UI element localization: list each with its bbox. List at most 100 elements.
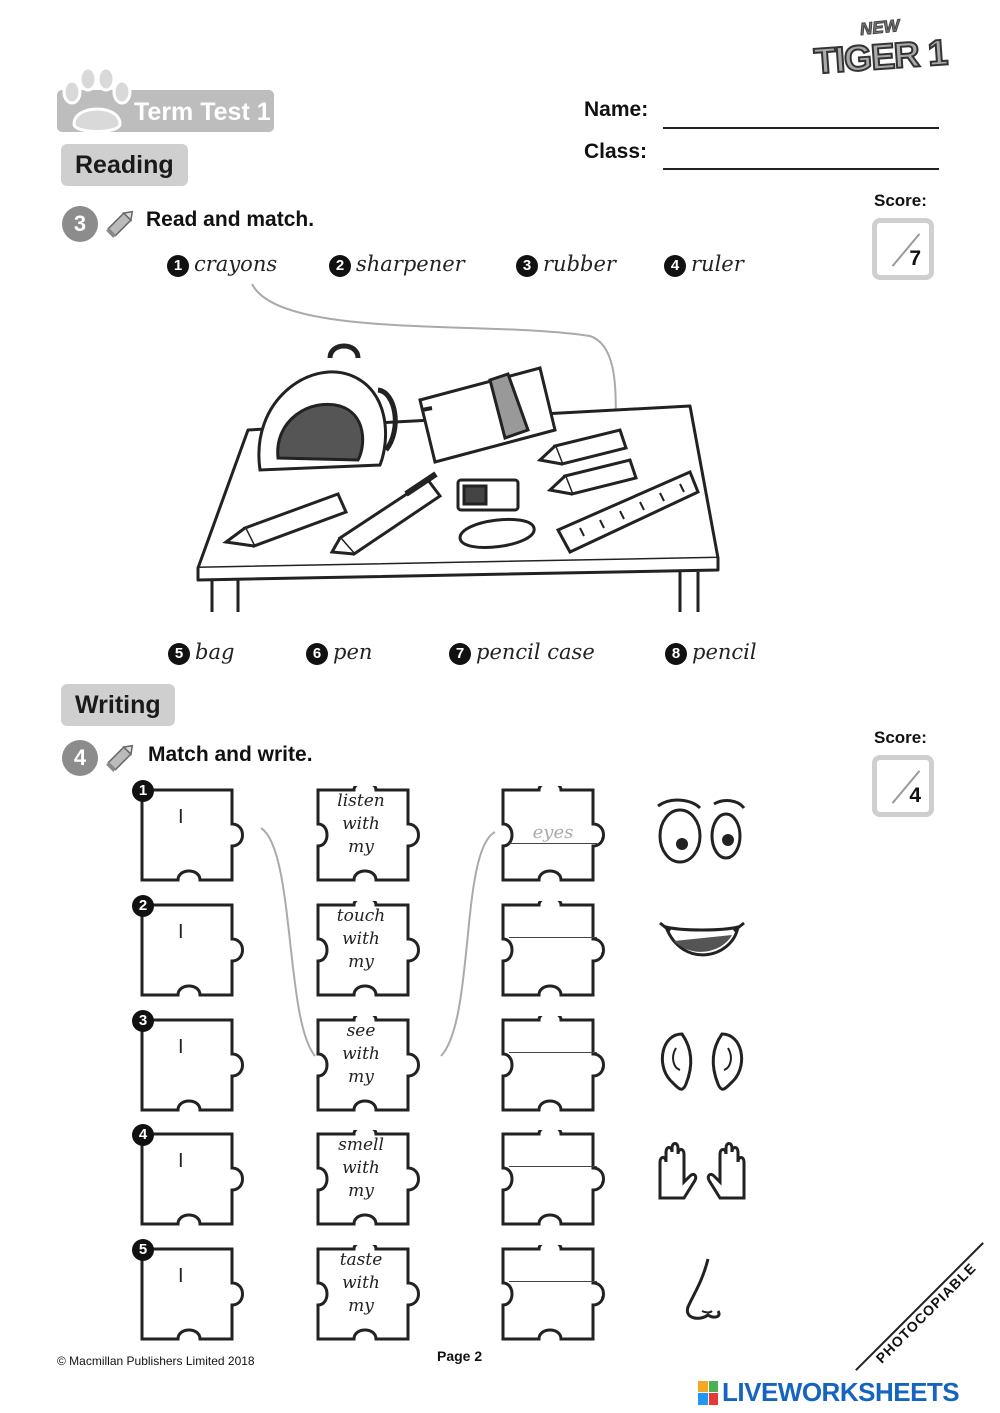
phrase-verb: smell	[338, 1135, 384, 1155]
answer-puzzle-piece[interactable]: .	[499, 1130, 619, 1230]
answer-dot: .	[600, 1056, 604, 1072]
row-number: 2	[132, 895, 154, 917]
phrase-my: my	[348, 837, 374, 857]
exercise-4-number: 4	[62, 740, 98, 776]
page-number: Page 2	[437, 1348, 483, 1364]
copyright-text: © Macmillan Publishers Limited 2018	[57, 1354, 255, 1368]
phrase-my: my	[348, 1067, 374, 1087]
answer-text: eyes	[532, 822, 574, 843]
answer-blank[interactable]	[509, 1281, 597, 1282]
left-piece-label: I	[178, 921, 184, 943]
phrase-with: with	[342, 929, 380, 949]
phrase-verb: touch	[336, 906, 386, 926]
phrase-text: see with my	[316, 1020, 406, 1089]
writing-score-label: Score:	[874, 728, 927, 747]
answer-dot: .	[600, 1170, 604, 1186]
phrase-my: my	[348, 1296, 374, 1316]
liveworksheets-brand: LIVEWORKSHEETS	[722, 1377, 960, 1407]
left-puzzle-piece[interactable]: I	[138, 786, 258, 886]
classroom-objects-illustration	[196, 283, 720, 612]
answer-dot: .	[600, 941, 604, 957]
middle-puzzle-piece[interactable]: smell with my	[314, 1130, 434, 1230]
reading-instruction: Read and match.	[146, 208, 315, 231]
rubber-drawing	[458, 517, 536, 549]
liveworksheets-icon	[698, 1380, 718, 1405]
phrase-with: with	[342, 1158, 380, 1178]
phrase-my: my	[348, 1181, 374, 1201]
name-label: Name:	[584, 98, 649, 121]
ruler-drawing	[555, 470, 700, 554]
eyes-icon	[652, 794, 752, 879]
writing-section-tab: Writing	[61, 684, 175, 726]
left-puzzle-piece[interactable]: I	[138, 1245, 258, 1345]
answer-blank[interactable]	[509, 1166, 597, 1167]
left-puzzle-piece[interactable]: I	[138, 1016, 258, 1116]
left-piece-label: I	[178, 806, 184, 828]
writing-score-total: 4	[909, 784, 921, 807]
phrase-verb: see	[346, 1021, 376, 1041]
pencil-drawing	[222, 492, 349, 548]
hands-icon	[652, 1138, 752, 1223]
left-puzzle-piece[interactable]: I	[138, 901, 258, 1001]
tiger-logo: NEW TIGER 1	[812, 15, 957, 88]
writing-score-box: 4	[872, 755, 934, 817]
answer-blank[interactable]	[509, 937, 597, 938]
middle-puzzle-piece[interactable]: see with my	[314, 1016, 434, 1116]
example-connector-lines	[260, 827, 496, 1057]
class-label: Class:	[584, 140, 648, 163]
reading-score-box: 7	[872, 218, 934, 280]
pencil-icon	[106, 210, 134, 238]
phrase-verb: taste	[339, 1250, 383, 1270]
nose-icon	[652, 1253, 752, 1338]
pencil-icon-2	[106, 744, 134, 772]
exercise-3-number: 3	[62, 206, 98, 242]
left-piece-label: I	[178, 1265, 184, 1287]
puzzle-row: 3 I see with my .	[0, 1010, 1000, 1118]
ears-icon	[652, 1024, 752, 1109]
answer-puzzle-piece[interactable]: eyes .	[499, 786, 619, 886]
left-puzzle-piece[interactable]: I	[138, 1130, 258, 1230]
answer-puzzle-piece[interactable]: .	[499, 1245, 619, 1345]
phrase-with: with	[342, 1044, 380, 1064]
class-field[interactable]	[663, 168, 939, 170]
answer-puzzle-piece[interactable]: .	[499, 901, 619, 1001]
pencil-case-drawing	[418, 366, 557, 464]
answer-dot: .	[600, 1285, 604, 1301]
term-test-title: Term Test 1	[134, 98, 271, 126]
answer-blank[interactable]	[509, 1052, 597, 1053]
logo-tiger-text: TIGER 1	[812, 30, 950, 82]
row-number: 1	[132, 780, 154, 802]
row-number: 4	[132, 1124, 154, 1146]
answer-blank[interactable]: eyes	[509, 822, 597, 844]
reading-section-tab: Reading	[61, 144, 188, 186]
bag-drawing	[257, 343, 398, 472]
liveworksheets-logo[interactable]: LIVEWORKSHEETS	[698, 1377, 960, 1408]
name-field[interactable]	[663, 127, 939, 129]
mouth-icon	[652, 909, 752, 994]
phrase-with: with	[342, 814, 380, 834]
answer-dot: .	[600, 826, 604, 842]
puzzle-row: 4 I smell with my .	[0, 1124, 1000, 1232]
row-number: 3	[132, 1010, 154, 1032]
crayons-drawing	[536, 428, 638, 496]
row-number: 5	[132, 1239, 154, 1261]
answer-puzzle-piece[interactable]: .	[499, 1016, 619, 1116]
sharpener-drawing	[456, 478, 520, 512]
pen-drawing	[329, 471, 443, 556]
